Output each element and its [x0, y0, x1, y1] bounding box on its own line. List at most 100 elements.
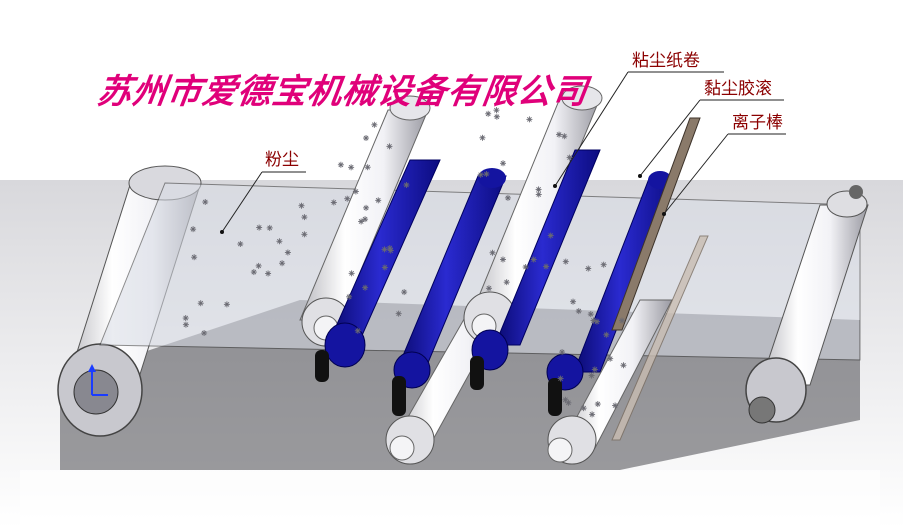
dust-particle — [365, 164, 371, 170]
dust-particle — [362, 216, 368, 222]
dust-particle — [562, 397, 568, 403]
dust-particle — [198, 300, 204, 306]
label-ion-bar: 离子棒 — [732, 113, 783, 133]
dust-particle — [523, 264, 529, 270]
dust-particle — [355, 328, 361, 334]
dust-particle — [256, 225, 262, 230]
shadow-haze — [20, 470, 880, 528]
dust-particle — [612, 403, 618, 408]
dust-particle — [567, 155, 573, 161]
dust-particle — [531, 257, 537, 262]
dust-particle — [251, 269, 257, 275]
dust-particle — [589, 373, 595, 379]
dust-particle — [536, 186, 541, 192]
dust-particle — [190, 226, 196, 232]
dust-particle — [594, 319, 600, 325]
dust-particle — [480, 135, 485, 141]
ion-bar-lower — [611, 235, 709, 441]
dust-particle — [267, 225, 273, 231]
dust-particle — [588, 311, 594, 317]
dust-particle — [279, 260, 285, 266]
dust-particle — [548, 233, 554, 239]
dust-particle — [191, 254, 197, 260]
dust-particle — [265, 271, 271, 276]
leader-lines — [221, 71, 786, 233]
dust-particle — [478, 172, 484, 178]
dust-particle — [576, 308, 582, 314]
dust-particle — [201, 330, 207, 336]
dust-particle — [483, 171, 489, 177]
dust-particle — [486, 285, 492, 291]
dust-rubber-roller-2 — [392, 168, 507, 416]
dust-paper-roll-4 — [547, 299, 673, 465]
dust-particle — [543, 264, 549, 269]
dust-particle — [494, 114, 500, 120]
company-name: 苏州市爱德宝机械设备有限公司 — [94, 72, 591, 112]
dust-particle — [285, 250, 291, 255]
dust-particle — [387, 245, 393, 251]
dust-particle — [592, 367, 598, 372]
dust-particle — [559, 349, 565, 355]
dust-particle — [504, 279, 510, 285]
dust-particle — [338, 162, 344, 168]
dust-particle — [563, 259, 569, 265]
dust-particle — [358, 219, 364, 224]
dust-particle — [403, 182, 409, 188]
dust-particle — [363, 205, 369, 211]
dust-particle — [561, 133, 567, 139]
dust-particle — [591, 318, 596, 323]
dust-particle — [607, 356, 613, 362]
dust-particle — [494, 107, 499, 113]
dust-particle — [485, 111, 491, 117]
dust-particle — [526, 116, 532, 122]
dust-particle — [237, 241, 243, 247]
dust-particle — [224, 301, 230, 307]
dust-particle — [301, 231, 307, 237]
dust-particles — [182, 107, 627, 418]
dust-particle — [558, 376, 564, 381]
dust-particle — [387, 143, 392, 149]
dust-particle — [348, 164, 354, 170]
dust-particle — [396, 311, 402, 317]
dust-particle — [601, 262, 607, 268]
dust-particle — [619, 318, 625, 324]
dust-particle — [202, 199, 208, 205]
dust-particle — [256, 263, 262, 269]
dust-particle — [556, 132, 562, 138]
dust-rubber-roller-3 — [470, 149, 601, 390]
dust-particle — [490, 250, 495, 256]
dust-particle — [346, 294, 352, 300]
dust-particle — [353, 189, 359, 194]
dust-particle — [581, 405, 587, 411]
dust-particle — [382, 265, 388, 270]
ion-bar-upper — [611, 117, 701, 331]
dust-particle — [603, 332, 609, 338]
rewind-roller — [745, 185, 869, 424]
dust-particle — [382, 246, 387, 252]
dust-particle — [536, 192, 542, 197]
leader-dots — [220, 174, 666, 234]
label-dust: 粉尘 — [265, 150, 299, 170]
dust-particle — [362, 285, 368, 291]
dust-particle — [401, 289, 407, 295]
dust-particle — [183, 315, 189, 321]
dust-particle — [276, 238, 282, 244]
dust-particle — [589, 411, 595, 417]
dust-particle — [505, 195, 511, 201]
dust-particle — [301, 214, 307, 220]
dust-particle — [621, 362, 626, 368]
dust-particle — [371, 122, 377, 128]
dust-particle — [500, 257, 506, 262]
dust-particle — [344, 196, 350, 202]
dust-particle — [331, 200, 337, 205]
dust-particle — [500, 160, 506, 166]
dust-particle — [570, 299, 576, 305]
dust-particle — [595, 401, 601, 407]
dust-particle — [566, 400, 571, 406]
dust-particle — [183, 322, 189, 328]
dust-particle — [388, 248, 394, 253]
dust-particle — [375, 197, 381, 203]
dust-particle — [349, 270, 355, 276]
